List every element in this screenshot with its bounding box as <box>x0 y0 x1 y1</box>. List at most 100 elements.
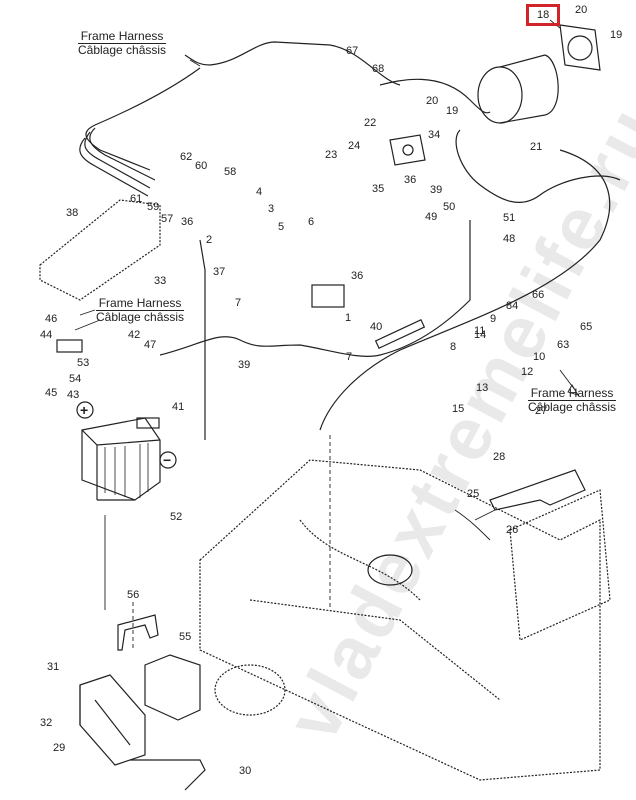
part-label[interactable]: 35 <box>372 183 385 195</box>
part-label[interactable]: 62 <box>180 151 193 163</box>
part-label[interactable]: 36 <box>351 270 364 282</box>
starter-motor-21 <box>477 66 523 124</box>
part-label[interactable]: 13 <box>476 382 489 394</box>
part-label[interactable]: 51 <box>503 212 516 224</box>
frame-harness-label-right: Frame Harness Câblage châssis <box>528 386 617 414</box>
part-label[interactable]: 58 <box>224 166 237 178</box>
part-label[interactable]: 63 <box>557 339 570 351</box>
cable-33 <box>199 239 206 440</box>
part-label[interactable]: 33 <box>154 275 167 287</box>
part-label[interactable]: 30 <box>239 765 252 777</box>
part-label[interactable]: 7 <box>346 351 353 363</box>
positive-terminal-marker <box>76 401 94 419</box>
part-label[interactable]: 41 <box>172 401 185 413</box>
part-label[interactable]: 20 <box>426 95 439 107</box>
harness-wire <box>184 41 401 86</box>
harness-wire <box>84 131 151 189</box>
part-label[interactable]: 5 <box>278 221 285 233</box>
part-label[interactable]: 3 <box>268 203 275 215</box>
part-label[interactable]: 52 <box>170 511 183 523</box>
part-label[interactable]: 36 <box>181 216 194 228</box>
part-label[interactable]: 2 <box>206 234 213 246</box>
part-label[interactable]: 22 <box>364 117 377 129</box>
part-label[interactable]: 53 <box>77 357 90 369</box>
part-label[interactable]: 37 <box>213 266 226 278</box>
part-label[interactable]: 55 <box>179 631 192 643</box>
part-label[interactable]: 34 <box>428 129 441 141</box>
vehicle-frame <box>199 459 601 781</box>
part-label[interactable]: 25 <box>467 488 480 500</box>
bracket-25 <box>489 469 586 511</box>
part-label[interactable]: 68 <box>372 63 385 75</box>
part-label[interactable]: 66 <box>532 289 545 301</box>
part-label[interactable]: 50 <box>443 201 456 213</box>
part-label[interactable]: 39 <box>430 184 443 196</box>
part-label[interactable]: 59 <box>147 201 160 213</box>
part-label[interactable]: 56 <box>127 589 140 601</box>
part-label[interactable]: 8 <box>450 341 457 353</box>
cover-41 <box>136 417 160 429</box>
part-label[interactable]: 19 <box>610 29 623 41</box>
part-label[interactable]: 36 <box>404 174 417 186</box>
part-label[interactable]: 47 <box>144 339 157 351</box>
frame-crossmember <box>509 489 611 641</box>
plate-22 <box>389 134 426 166</box>
starter-cable <box>455 129 621 204</box>
negative-terminal-marker <box>159 451 177 469</box>
part-label[interactable]: 29 <box>53 742 66 754</box>
part-label[interactable]: 32 <box>40 717 53 729</box>
part-label[interactable]: 38 <box>66 207 79 219</box>
highlight-box-part-18[interactable] <box>526 4 560 26</box>
sleeve-40 <box>374 319 426 349</box>
part-label[interactable]: 21 <box>530 141 543 153</box>
harness-wire <box>319 149 611 431</box>
part-label[interactable]: 60 <box>195 160 208 172</box>
part-label[interactable]: 49 <box>425 211 438 223</box>
part-label[interactable]: 12 <box>521 366 534 378</box>
part-label[interactable]: 23 <box>325 149 338 161</box>
part-label[interactable]: 46 <box>45 313 58 325</box>
part-label[interactable]: 67 <box>346 45 359 57</box>
heat-shield <box>39 199 161 301</box>
part-label[interactable]: 48 <box>503 233 516 245</box>
part-label[interactable]: 31 <box>47 661 60 673</box>
part-label[interactable]: 6 <box>308 216 315 228</box>
negative-terminal-symbol: − <box>163 452 172 468</box>
part-label[interactable]: 84 <box>506 300 519 312</box>
part-label[interactable]: 39 <box>238 359 251 371</box>
part-label[interactable]: 4 <box>256 186 263 198</box>
part-label[interactable]: 20 <box>575 4 588 16</box>
part-label[interactable]: 57 <box>161 213 174 225</box>
battery-tray-29 <box>79 674 146 766</box>
part-label[interactable]: 27 <box>535 405 548 417</box>
part-label[interactable]: 24 <box>348 140 361 152</box>
part-label[interactable]: 54 <box>69 373 82 385</box>
harness-wire <box>89 127 156 181</box>
part-label[interactable]: 11 <box>474 325 486 337</box>
part-label[interactable]: 40 <box>370 321 383 333</box>
frame-harness-label-left: Frame Harness Câblage châssis <box>96 296 185 324</box>
part-label[interactable]: 18 <box>537 9 550 21</box>
part-label[interactable]: 44 <box>40 329 53 341</box>
part-label[interactable]: 14 <box>474 329 487 341</box>
part-label[interactable]: 1 <box>345 312 352 324</box>
part-label[interactable]: 15 <box>452 403 465 415</box>
strap-56 <box>117 614 159 651</box>
part-label[interactable]: 7 <box>235 297 242 309</box>
part-label[interactable]: 19 <box>446 105 459 117</box>
harness-wire <box>79 137 149 197</box>
part-label[interactable]: 61 <box>130 193 143 205</box>
part-label[interactable]: 43 <box>67 389 80 401</box>
frame-harness-label-top: Frame Harness Câblage châssis <box>78 29 167 57</box>
connector-44 <box>56 339 83 353</box>
part-label[interactable]: 26 <box>506 524 519 536</box>
part-label[interactable]: 65 <box>580 321 593 333</box>
part-label[interactable]: 42 <box>128 329 141 341</box>
part-label[interactable]: 45 <box>45 387 58 399</box>
part-label[interactable]: 9 <box>490 313 497 325</box>
part-label[interactable]: 10 <box>533 351 546 363</box>
cable-39 <box>159 220 471 357</box>
part-label[interactable]: 28 <box>493 451 506 463</box>
